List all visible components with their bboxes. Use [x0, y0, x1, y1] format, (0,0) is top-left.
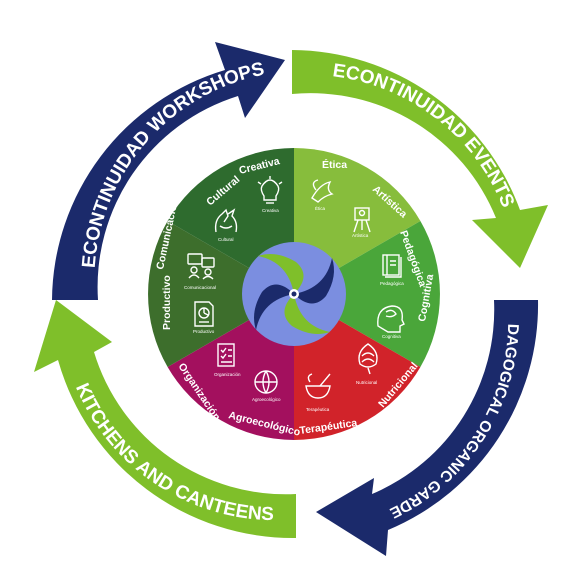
caption-comunicacional: Comunicacional: [184, 285, 216, 290]
mortar-icon: [305, 373, 331, 399]
caption-etica: Ética: [315, 205, 326, 211]
brain-icon: [377, 305, 405, 333]
workshops-arrow-shape: [52, 42, 285, 300]
label-productivo: Productivo: [161, 275, 173, 330]
caption-productivo: Productivo: [193, 329, 215, 334]
caption-agroecologico: Agroecológico: [252, 397, 281, 402]
dove-icon: [311, 179, 334, 203]
caption-terapeutica: Terapéutica: [306, 407, 330, 412]
pinwheel-logo: [242, 242, 346, 346]
logo-blade-navy-right: [294, 258, 334, 304]
caption-organizacion: Organización: [214, 372, 241, 377]
label-etica: Ética: [322, 158, 347, 171]
segment-icons: Ética Artística Pedagógica Cognitiva: [184, 176, 405, 412]
events-arrow-shape: [292, 50, 548, 268]
caption-cognitiva: Cognitiva: [382, 334, 401, 339]
easel-icon: [353, 207, 371, 233]
caption-nutricional: Nutricional: [356, 380, 377, 385]
document-chart-icon: [194, 301, 214, 327]
sector-pedagogica-cognitiva: [294, 221, 440, 367]
checklist-icon: [217, 343, 235, 367]
chat-people-icon: [187, 253, 215, 280]
logo-blade-green-top: [258, 254, 304, 294]
book-icon: [382, 254, 402, 278]
kitchens-arrow-shape: [34, 300, 296, 539]
logo-blade-green-bottom: [284, 294, 330, 334]
hands-icon: [214, 208, 238, 233]
caption-cultural: Cultural: [218, 237, 234, 242]
globe-leaf-icon: [254, 370, 278, 394]
caption-creativa: Creativa: [262, 208, 279, 213]
logo-blade-navy-left: [254, 284, 294, 330]
gardens-arrow-shape: [316, 300, 539, 556]
sector-productivo-comunicacional: [148, 221, 294, 367]
artichoke-icon: [358, 343, 378, 375]
lightbulb-icon: [257, 176, 283, 204]
caption-artistica: Artística: [352, 233, 369, 238]
caption-pedagogica: Pedagógica: [380, 281, 404, 286]
